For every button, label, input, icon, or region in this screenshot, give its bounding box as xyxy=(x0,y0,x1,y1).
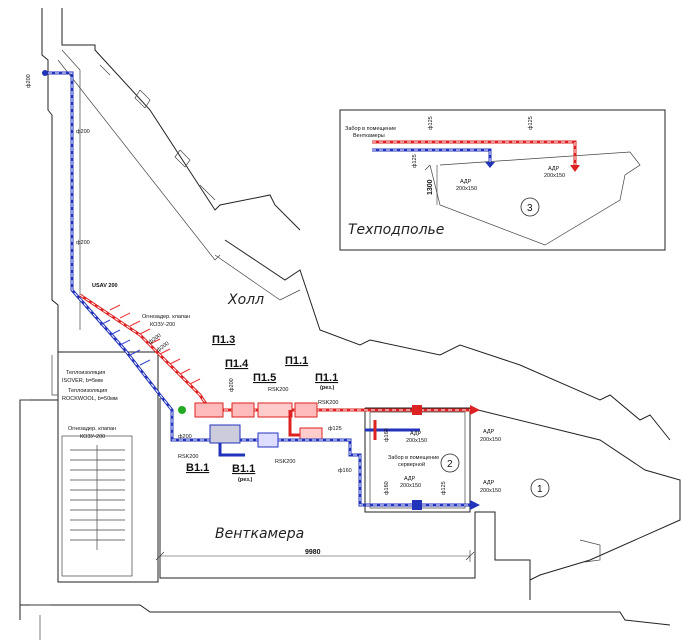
dimension-line xyxy=(155,550,475,562)
label-insulation-2: ISOVER, b=5мм xyxy=(62,378,103,384)
inset-adr-b: АДР xyxy=(548,166,560,172)
supply-duct-diagonal xyxy=(79,293,480,415)
label-adr-2: АДР xyxy=(483,429,495,435)
room-label-hall: Холл xyxy=(227,292,264,308)
exhaust-equipment xyxy=(172,420,480,510)
label-firevalve-left-2: КОЗУ-200 xyxy=(80,434,105,440)
label-d125-b: ф125 xyxy=(441,481,447,495)
inset-adr-a-size: 200х150 xyxy=(456,186,477,192)
room-label-underfloor: Техподполье xyxy=(348,222,444,238)
supply-equipment xyxy=(178,402,422,441)
inset-adr-a: АДР xyxy=(460,179,472,185)
label-firevalve-left-1: Огнезадер. клапан xyxy=(68,426,116,432)
unit-v1-1-res: В1.1 xyxy=(232,463,255,475)
unit-p1-1: П1.1 xyxy=(285,355,308,367)
unit-p1-4: П1.4 xyxy=(225,358,249,370)
inset-adr-b-size: 200х150 xyxy=(544,173,565,179)
label-d200-b: ф200 xyxy=(76,240,90,246)
label-intake-2: серверной xyxy=(398,461,425,468)
label-rsk-c: RSK200 xyxy=(178,454,199,460)
label-d200-diag-2: ф200 xyxy=(156,341,171,354)
inset-underfloor xyxy=(339,109,666,251)
inset-d125-a: ф125 xyxy=(428,116,434,130)
label-usav: USAV 200 xyxy=(92,283,118,289)
label-insulation-1: Теплоизоляция xyxy=(66,370,105,376)
room-marker-3 xyxy=(520,197,540,217)
stairs xyxy=(70,445,125,550)
label-rsk-a: RSK200 xyxy=(268,387,289,393)
label-adr-1: АДР xyxy=(410,431,422,437)
label-d160-a: ф160 xyxy=(384,428,390,442)
unit-p1-1-res: П1.1 xyxy=(315,372,338,384)
unit-p1-5: П1.5 xyxy=(253,372,276,384)
inset-intake-label-2: Венткамеры xyxy=(353,133,385,139)
label-adr-2-size: 200х150 xyxy=(480,437,501,443)
room-number-1: 1 xyxy=(537,484,543,495)
label-d200-a: ф200 xyxy=(76,129,90,135)
unit-v1-1: В1.1 xyxy=(186,462,209,474)
label-d200-e: ф200 xyxy=(178,434,192,440)
label-firevalve-top-2: КОЗУ-200 xyxy=(150,322,175,328)
unit-p1-3: П1.3 xyxy=(212,334,235,346)
inset-d125-b: ф125 xyxy=(528,116,534,130)
room-marker-2 xyxy=(440,453,460,473)
inset-intake-label-1: Забор в помещение xyxy=(345,126,396,132)
inset-d125-c: ф125 xyxy=(412,154,418,168)
label-insulation-3: Теплоизоляция xyxy=(68,388,107,394)
label-d200-f: ф200 xyxy=(229,378,235,392)
unit-v1-1-res-sub: (рез.) xyxy=(238,477,253,483)
room-marker-1 xyxy=(530,478,550,498)
label-firevalve-top-1: Огнезадер. клапан xyxy=(142,314,190,320)
label-rsk-d: RSK200 xyxy=(275,459,296,465)
label-d200-diag-1: ф200 xyxy=(148,333,163,346)
label-adr-4: АДР xyxy=(483,480,495,486)
label-adr-3: АДР xyxy=(404,476,416,482)
label-adr-4-size: 200х150 xyxy=(480,488,501,494)
label-intake-1: Забор в помещение xyxy=(388,455,439,461)
label-d125-a: ф125 xyxy=(328,426,342,432)
label-d200-top: ф200 xyxy=(26,74,32,88)
hatched-insulation xyxy=(99,304,201,385)
inset-dim-1300: 1300 xyxy=(427,179,434,195)
exhaust-duct-riser xyxy=(42,70,180,442)
room-number-2: 2 xyxy=(447,459,453,470)
label-rsk-b: RSK200 xyxy=(318,400,339,406)
unit-p1-1-res-sub: (рез.) xyxy=(320,385,335,391)
room-label-ventchamber: Венткамера xyxy=(215,526,304,542)
label-insulation-4: ROCKWOOL, b=50мм xyxy=(62,396,118,402)
room-number-3: 3 xyxy=(527,203,533,214)
building-walls xyxy=(19,8,681,640)
label-adr-1-size: 200х150 xyxy=(406,438,427,444)
label-adr-3-size: 200х150 xyxy=(400,483,421,489)
label-d160-c: ф160 xyxy=(384,481,390,495)
dim-9980: 9980 xyxy=(305,549,321,556)
label-d160-b: ф160 xyxy=(338,468,352,474)
